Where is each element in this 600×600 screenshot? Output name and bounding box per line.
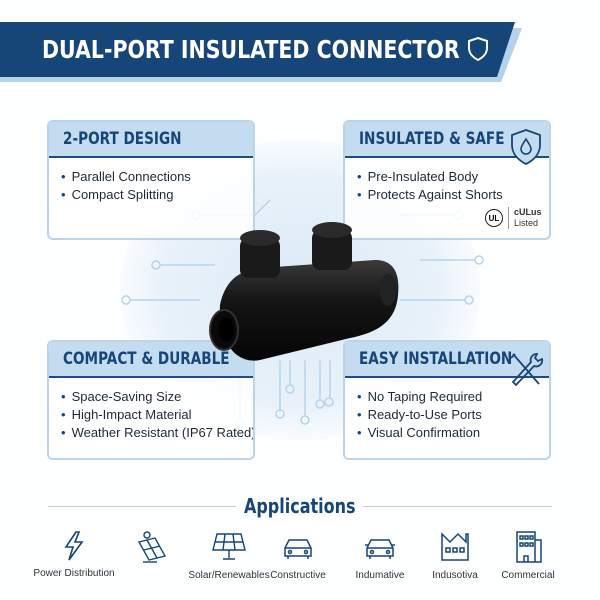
- application-label: Solar/Renewables: [188, 570, 270, 581]
- application-indusotiva: Indusotiva: [410, 530, 500, 581]
- card-2-port-design: 2-PORT DESIGN Parallel Connections Compa…: [47, 120, 255, 240]
- cert-line2: Listed: [514, 218, 539, 228]
- building-icon: [516, 531, 542, 563]
- connector-product-image: [209, 222, 399, 361]
- ul-certification: UL cULus Listed: [485, 207, 542, 229]
- application-commercial: Commercial: [483, 530, 573, 581]
- feature-item: Parallel Connections: [61, 168, 253, 186]
- solar-panel-icon: [212, 533, 246, 560]
- feature-item: High-Impact Material: [61, 406, 253, 424]
- card-compact-durable: COMPACT & DURABLE Space-Saving Size High…: [47, 340, 255, 460]
- application-label: Commercial: [501, 570, 555, 581]
- feature-item: Space-Saving Size: [61, 388, 253, 406]
- shield-drop-icon: [511, 129, 541, 166]
- car-icon: [284, 539, 312, 559]
- title-banner: DUAL-PORT INSULATED CONNECTOR: [0, 22, 515, 77]
- application-indumative: Indumative: [335, 530, 425, 581]
- lightning-icon: [64, 531, 84, 561]
- card-title: 2-PORT DESIGN: [63, 129, 182, 149]
- application-solar: [110, 530, 200, 570]
- solar-sun-icon: [137, 531, 167, 563]
- card-title: COMPACT & DURABLE: [63, 349, 230, 369]
- feature-item: Ready-to-Use Ports: [357, 406, 549, 424]
- application-label: Indusotiva: [432, 570, 478, 581]
- card-title: EASY INSTALLATION: [359, 349, 513, 369]
- car-icon: [365, 539, 395, 559]
- application-label: Constructive: [270, 570, 326, 581]
- card-title: INSULATED & SAFE: [359, 129, 505, 149]
- page-title: DUAL-PORT INSULATED CONNECTOR: [42, 35, 460, 64]
- shield-icon: [468, 36, 488, 62]
- ul-logo: UL: [485, 209, 503, 227]
- application-power-distribution: Power Distribution: [29, 530, 119, 579]
- factory-icon: [441, 532, 469, 561]
- cert-line1: cULus: [514, 207, 542, 217]
- feature-item: Weather Resistant (IP67 Rated): [61, 424, 253, 442]
- card-easy-installation: EASY INSTALLATION No Taping Required Rea…: [343, 340, 551, 460]
- application-label: Indumative: [355, 570, 405, 581]
- application-label: Power Distribution: [33, 568, 115, 579]
- applications-title: Applications: [236, 494, 364, 518]
- application-solar-renewables: Solar/Renewables: [184, 530, 274, 581]
- feature-item: No Taping Required: [357, 388, 549, 406]
- feature-item: Visual Confirmation: [357, 424, 549, 442]
- feature-item: Protects Against Shorts: [357, 186, 549, 204]
- tools-icon: [510, 353, 544, 387]
- application-constructive: Constructive: [253, 530, 343, 581]
- feature-item: Pre-Insulated Body: [357, 168, 549, 186]
- feature-item: Compact Splitting: [61, 186, 253, 204]
- card-insulated-safe: INSULATED & SAFE Pre-Insulated Body Prot…: [343, 120, 551, 240]
